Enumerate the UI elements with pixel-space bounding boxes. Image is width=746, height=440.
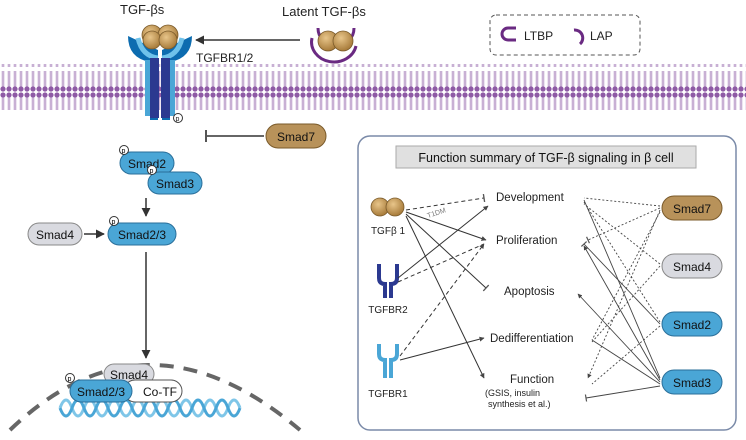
smad23-label: Smad2/3 — [118, 228, 166, 242]
right-connections — [577, 197, 661, 402]
tgfbr1-label: TGFBR1 — [368, 389, 408, 400]
smad2-node: Smad2 p — [119, 145, 175, 175]
tgfbr2-label: TGFBR2 — [368, 305, 408, 316]
lap-label: LAP — [590, 29, 613, 43]
summary-smad3-node: Smad3 — [661, 369, 723, 395]
function-summary-panel: Function summary of TGF-β signaling in β… — [357, 135, 737, 431]
summary-smad2-node: Smad2 — [661, 311, 723, 337]
cotf-label: Co-TF — [143, 385, 177, 399]
function-detail-line1: (GSIS, insulin — [485, 388, 540, 398]
function-label: Function — [510, 374, 554, 386]
nuclear-smad23-node: Smad2/3 p — [65, 373, 133, 403]
phospho-mark: p — [68, 376, 72, 383]
ltbp-icon — [500, 26, 516, 42]
left-connections — [397, 193, 490, 379]
nuclear-smad4-node: Smad4 — [103, 363, 155, 385]
development-label: Development — [496, 192, 565, 204]
tgfbr-receptor-icon: p — [128, 30, 192, 123]
smad7-label: Smad7 — [277, 130, 315, 144]
lap-icon — [573, 28, 585, 46]
dedifferentiation-label: Dedifferentiation — [490, 333, 574, 345]
tgfb-ligand-label: TGF-βs — [120, 2, 165, 17]
apoptosis-label: Apoptosis — [504, 286, 555, 298]
ltbp-label: LTBP — [524, 29, 553, 43]
tgfb1-label: TGFβ 1 — [371, 226, 406, 237]
smad3-node: Smad3 p — [147, 165, 203, 195]
smad4-label: Smad4 — [36, 228, 74, 242]
cotf-node: Co-TF — [123, 379, 183, 403]
latent-tgfb-icon — [310, 27, 358, 64]
summary-smad4-label: Smad4 — [673, 260, 711, 274]
latent-tgfb-label: Latent TGF-βs — [282, 4, 366, 19]
function-detail-line2: synthesis et al.) — [488, 399, 551, 409]
summary-smad7-label: Smad7 — [673, 202, 711, 216]
phospho-mark: p — [112, 219, 116, 226]
smad2-label: Smad2 — [128, 157, 166, 171]
smad3-label: Smad3 — [156, 177, 194, 191]
cell-membrane — [0, 64, 746, 110]
summary-smad7-node: Smad7 — [661, 195, 723, 221]
tgfbr2-icon — [377, 264, 399, 298]
summary-title: Function summary of TGF-β signaling in β… — [418, 151, 673, 165]
nuclear-smad23-label: Smad2/3 — [77, 385, 125, 399]
summary-smad2-label: Smad2 — [673, 318, 711, 332]
summary-smad3-label: Smad3 — [673, 376, 711, 390]
smad4-node: Smad4 — [27, 222, 83, 246]
smad23-node: Smad2/3 p — [107, 216, 177, 246]
phospho-mark: p — [176, 116, 180, 123]
phospho-mark: p — [122, 148, 126, 155]
tgfbr1-icon — [377, 344, 399, 378]
nuclear-envelope — [8, 363, 302, 432]
nuclear-smad4-label: Smad4 — [110, 368, 148, 382]
summary-smad4-node: Smad4 — [661, 253, 723, 279]
smad7-node: Smad7 — [265, 123, 327, 149]
receptor-label: TGFBR1/2 — [196, 51, 254, 65]
legend-box: LTBP LAP — [489, 14, 641, 56]
proliferation-label: Proliferation — [496, 235, 557, 247]
tgfb1-icon — [370, 197, 405, 217]
phospho-mark: p — [150, 168, 154, 175]
